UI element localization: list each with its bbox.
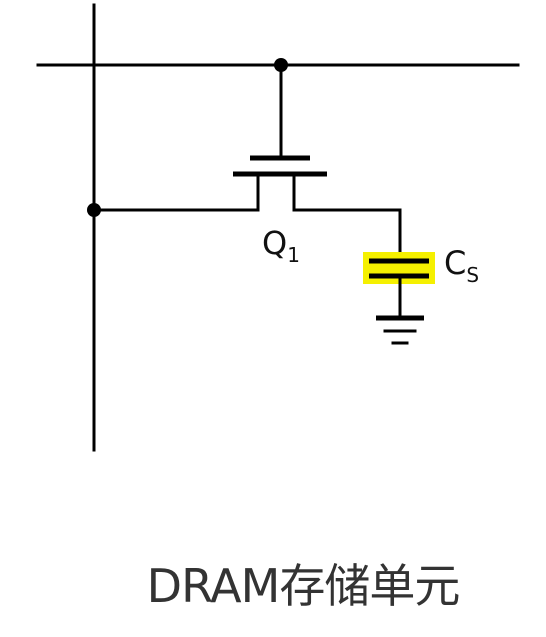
transistor-label-subscript: 1 (287, 243, 300, 267)
transistor-label: Q1 (262, 224, 300, 267)
capacitor-label: CS (444, 244, 479, 287)
bitline-junction-dot (87, 203, 101, 217)
capacitor-label-subscript: S (466, 263, 479, 287)
ground-icon (376, 315, 424, 345)
diagram-caption: DRAM存储单元 (146, 559, 461, 613)
